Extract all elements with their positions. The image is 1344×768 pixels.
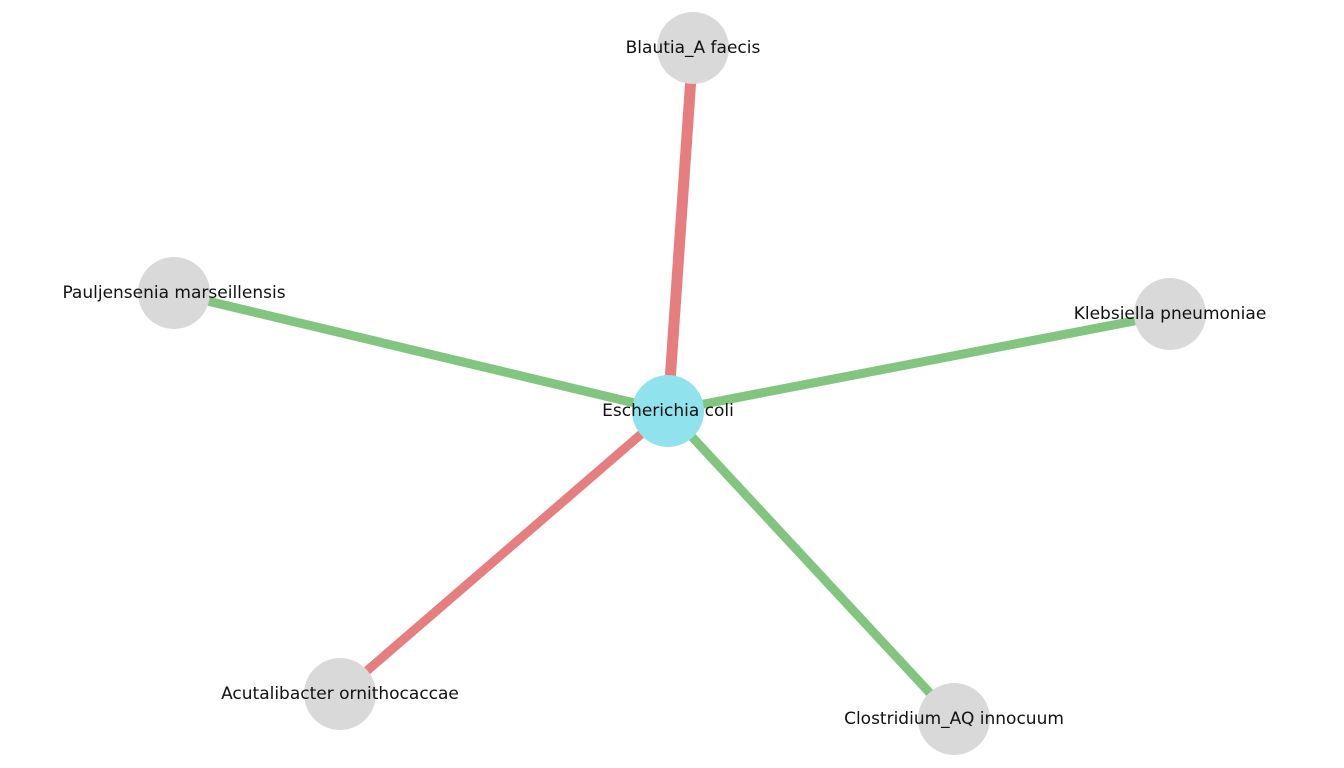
node-pauljensenia[interactable] xyxy=(138,257,210,329)
edge-ecoli-clostridium xyxy=(664,407,958,723)
edge-ecoli-acutalibacter xyxy=(337,407,671,698)
node-layer xyxy=(138,12,1206,755)
node-clostridium[interactable] xyxy=(918,683,990,755)
label-clostridium: Clostridium_AQ innocuum xyxy=(844,709,1064,729)
label-pauljensenia: Pauljensenia marseillensis xyxy=(62,283,285,303)
edge-ecoli-klebsiella xyxy=(667,309,1171,416)
edge-ecoli-pauljensenia xyxy=(172,288,670,416)
label-layer: Blautia_A faecis Pauljensenia marseillen… xyxy=(62,38,1266,729)
edge-ecoli-blautia xyxy=(662,47,699,412)
label-klebsiella: Klebsiella pneumoniae xyxy=(1074,304,1267,324)
node-ecoli[interactable] xyxy=(632,375,704,447)
node-klebsiella[interactable] xyxy=(1134,278,1206,350)
edge-layer xyxy=(172,47,1171,723)
node-acutalibacter[interactable] xyxy=(304,658,376,730)
label-acutalibacter: Acutalibacter ornithocaccae xyxy=(221,684,459,704)
node-blautia[interactable] xyxy=(657,12,729,84)
label-ecoli: Escherichia coli xyxy=(602,401,734,421)
label-blautia: Blautia_A faecis xyxy=(626,38,761,58)
